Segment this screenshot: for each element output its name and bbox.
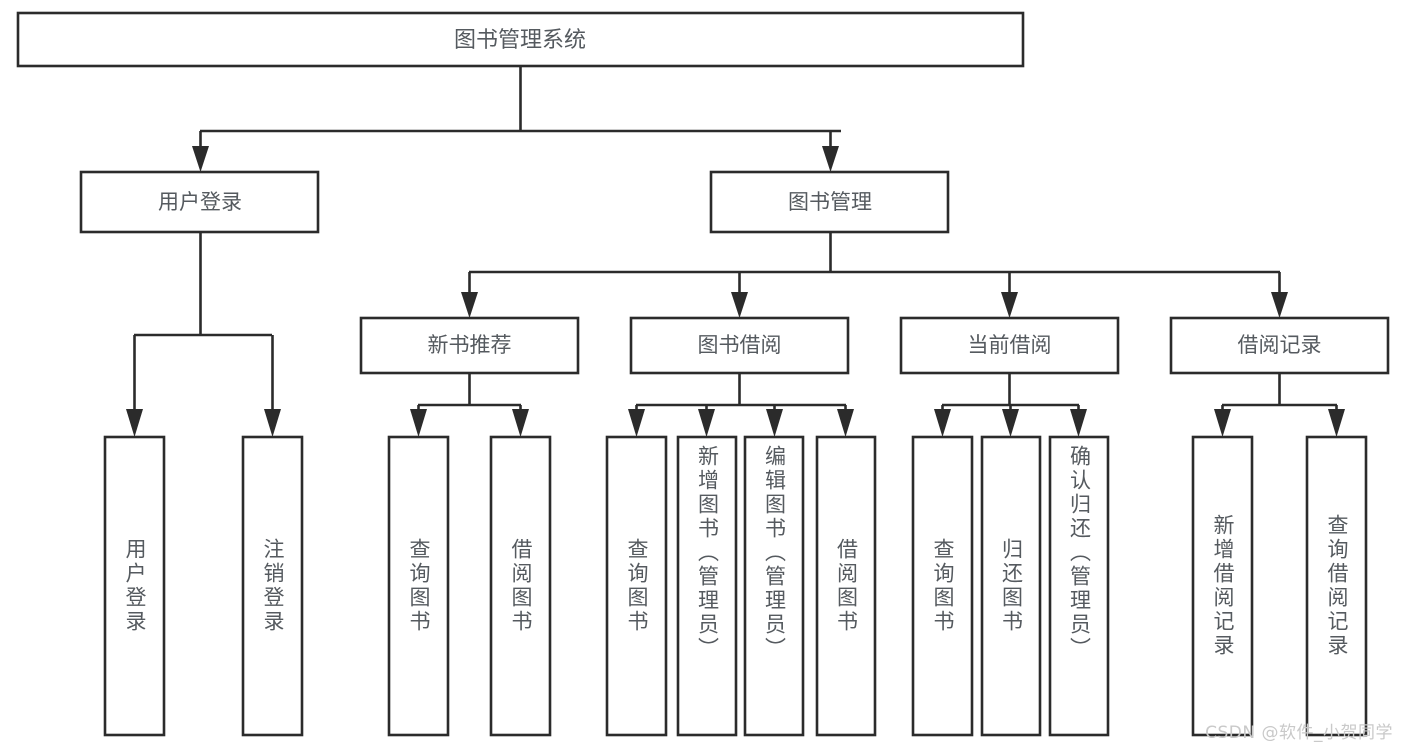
connector-book-borrow-to-leaves	[628, 373, 854, 437]
arrowhead-leaf-return-book	[1002, 409, 1019, 437]
node-user-login-label: 用户登录	[158, 190, 242, 214]
node-borrow-record-label: 借阅记录	[1238, 333, 1322, 357]
leaf-edit-book-box[interactable]	[743, 435, 805, 737]
connector-book-manage-to-level3	[461, 232, 1288, 318]
node-root-box[interactable]	[16, 11, 1025, 68]
arrowhead-leaf-borrow-book	[837, 409, 854, 437]
node-borrow-record-box[interactable]	[1169, 316, 1390, 375]
node-new-book-rec[interactable]: 新书推荐	[359, 316, 580, 375]
arrowhead-leaf-query-book-current	[934, 409, 951, 437]
arrowhead-borrow-record	[1271, 292, 1288, 318]
leaf-add-record-box[interactable]	[1191, 435, 1254, 737]
arrowhead-book-borrow	[731, 292, 748, 318]
leaf-query-book-rec-box[interactable]	[387, 435, 450, 737]
arrowhead-leaf-add-book	[698, 409, 715, 437]
arrowhead-leaf-query-book-rec	[410, 409, 427, 437]
connector-user-login-to-leaves	[126, 232, 281, 437]
arrowhead-leaf-confirm-return	[1070, 409, 1087, 437]
connector-new-book-rec-to-leaves	[410, 373, 529, 437]
node-new-book-rec-box[interactable]	[359, 316, 580, 375]
arrowhead-current-borrow	[1001, 292, 1018, 318]
leaf-confirm-return-box[interactable]	[1048, 435, 1110, 737]
csdn-watermark: CSDN @软件_小贺同学	[1205, 723, 1393, 743]
leaf-return-book-box[interactable]	[980, 435, 1042, 737]
node-root-label: 图书管理系统	[454, 28, 586, 53]
arrowhead-leaf-borrow-book-rec	[512, 409, 529, 437]
arrowhead-leaf-query-record	[1328, 409, 1345, 437]
node-current-borrow-label: 当前借阅	[968, 333, 1052, 357]
node-book-borrow-box[interactable]	[629, 316, 850, 375]
node-current-borrow[interactable]: 当前借阅	[899, 316, 1120, 375]
leaf-user-login-box[interactable]	[103, 435, 166, 737]
connector-borrow-record-to-leaves	[1214, 373, 1345, 437]
node-root[interactable]: 图书管理系统	[16, 11, 1025, 68]
arrowhead-new-book-rec	[461, 292, 478, 318]
node-new-book-rec-label: 新书推荐	[428, 333, 512, 357]
connector-current-borrow-to-leaves	[934, 373, 1087, 437]
node-current-borrow-box[interactable]	[899, 316, 1120, 375]
arrowhead-user-login	[192, 146, 209, 172]
leaf-query-book-current-box[interactable]	[911, 435, 974, 737]
arrowhead-leaf-user-login	[126, 409, 143, 437]
arrowhead-leaf-logout	[264, 409, 281, 437]
node-borrow-record[interactable]: 借阅记录	[1169, 316, 1390, 375]
arrowhead-leaf-query-book-borrow	[628, 409, 645, 437]
node-user-login[interactable]: 用户登录	[79, 170, 320, 234]
leaf-borrow-book-box[interactable]	[815, 435, 877, 737]
node-book-manage-box[interactable]	[709, 170, 950, 234]
arrowhead-leaf-add-record	[1214, 409, 1231, 437]
leaf-add-book-box[interactable]	[676, 435, 738, 737]
node-book-borrow-label: 图书借阅	[698, 333, 782, 357]
connector-root-to-level2	[192, 66, 841, 172]
leaf-logout-box[interactable]	[241, 435, 304, 737]
arrowhead-leaf-edit-book	[766, 409, 783, 437]
leaf-borrow-book-rec-box[interactable]	[489, 435, 552, 737]
node-book-manage-label: 图书管理	[788, 190, 872, 214]
node-book-manage[interactable]: 图书管理	[709, 170, 950, 234]
leaf-query-book-borrow-box[interactable]	[605, 435, 668, 737]
arrowhead-book-manage	[822, 146, 839, 172]
leaf-query-record-box[interactable]	[1305, 435, 1368, 737]
node-book-borrow[interactable]: 图书借阅	[629, 316, 850, 375]
